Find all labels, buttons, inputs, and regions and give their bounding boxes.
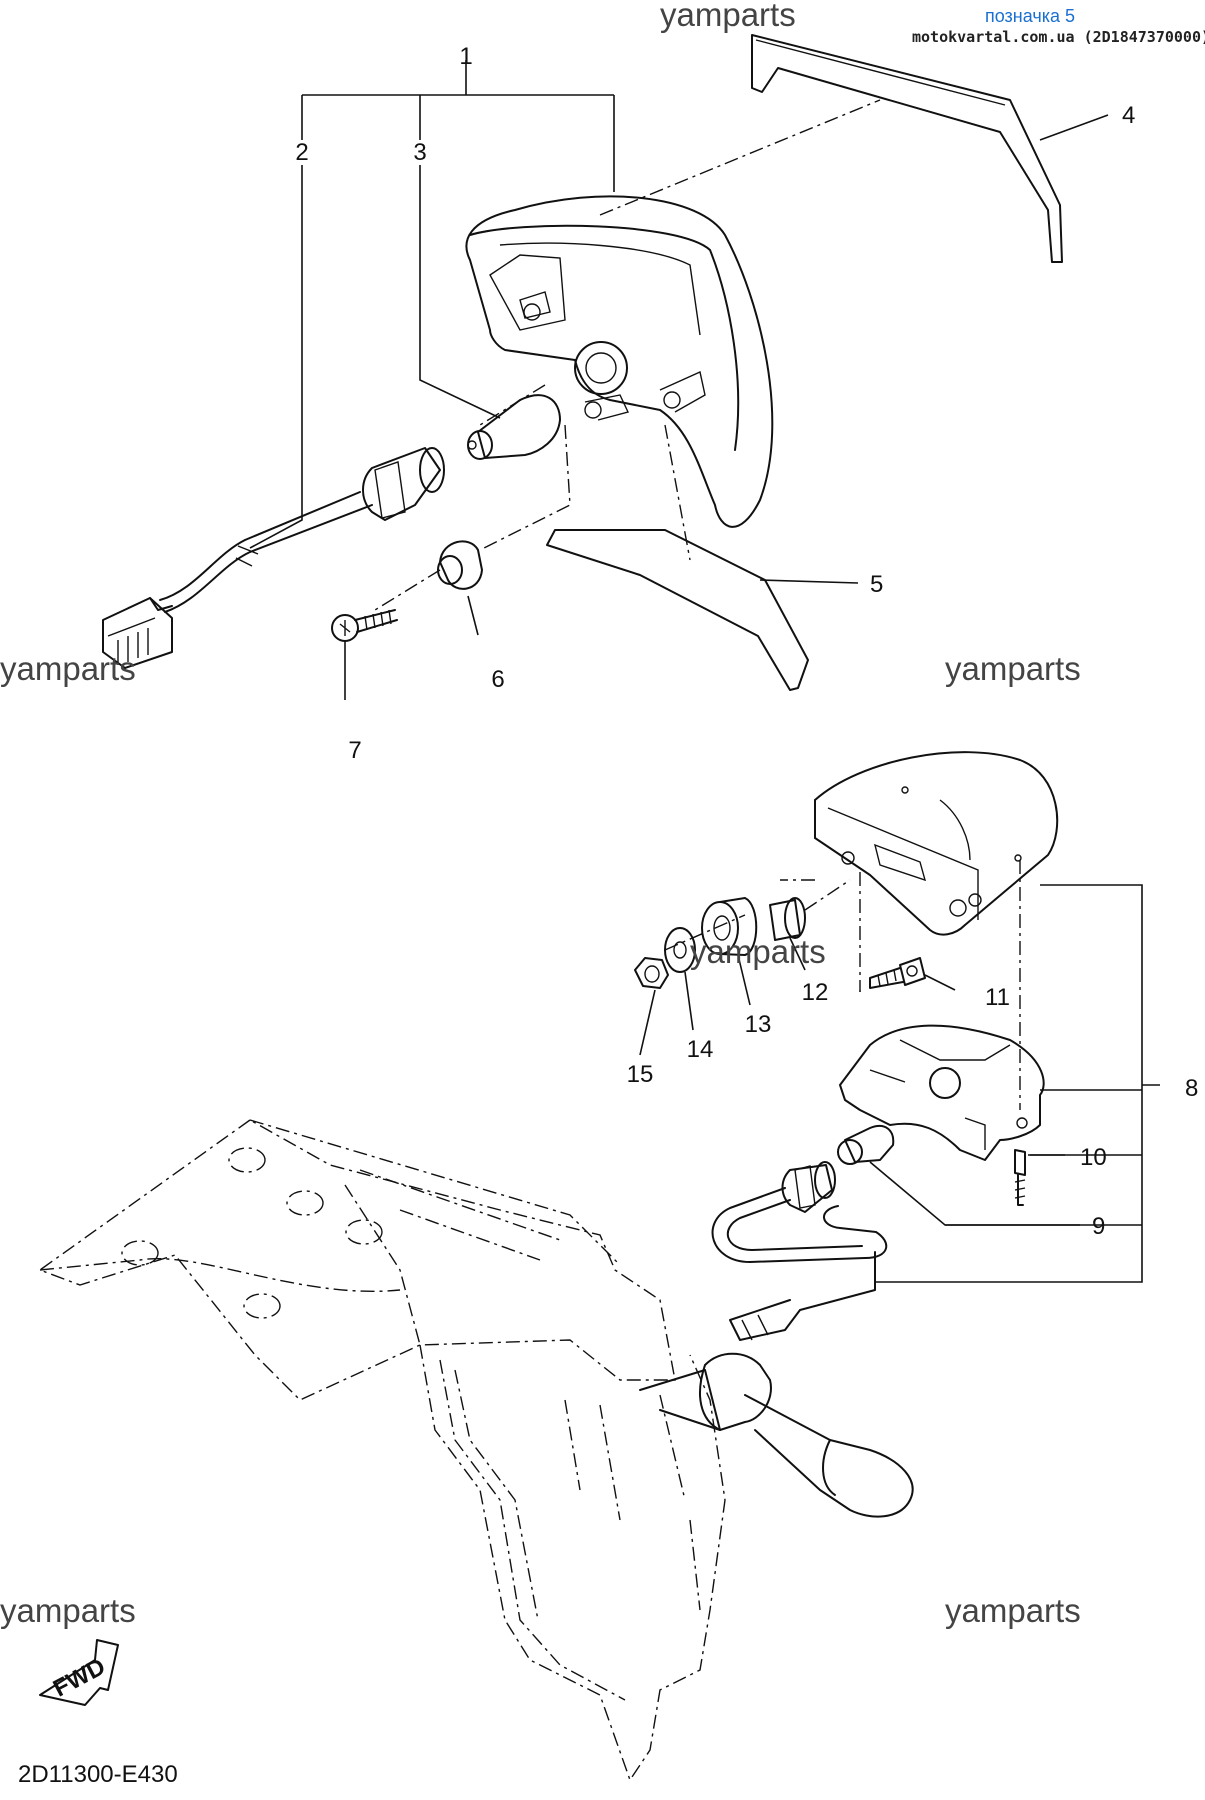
- tail-light-assembly: [102, 34, 1109, 700]
- watermark-left-upper: yamparts: [0, 650, 136, 687]
- callout-3: 3: [413, 139, 426, 166]
- callout-14: 14: [687, 1036, 714, 1063]
- callout-8: 8: [1185, 1075, 1198, 1102]
- license-lamp-assembly: [634, 751, 1160, 1341]
- callout-15: 15: [627, 1061, 654, 1088]
- callout-12: 12: [802, 979, 829, 1006]
- callout-1: 1: [459, 43, 472, 70]
- diagram-code: 2D11300-E430: [18, 1761, 178, 1788]
- watermark-left-lower: yamparts: [0, 1592, 136, 1629]
- callout-11: 11: [985, 984, 1010, 1011]
- callout-6: 6: [491, 666, 504, 693]
- watermark-right-upper: yamparts: [945, 650, 1081, 687]
- callout-9: 9: [1092, 1213, 1105, 1240]
- watermark-center: yamparts: [690, 933, 826, 970]
- callout-10: 10: [1080, 1144, 1107, 1171]
- callout-7: 7: [348, 737, 361, 764]
- callout-13: 13: [745, 1011, 772, 1038]
- watermark-right-lower: yamparts: [945, 1592, 1081, 1629]
- fwd-label: FWD: [49, 1653, 110, 1702]
- callout-5: 5: [870, 571, 883, 598]
- callout-2: 2: [295, 139, 308, 166]
- forward-direction-badge: FWD: [39, 1639, 119, 1706]
- site-reference: motokvartal.com.ua (2D1847370000): [912, 28, 1205, 46]
- diagram-tag: позначка 5: [985, 6, 1075, 26]
- rear-fender-outline: [38, 1119, 914, 1782]
- watermark-top: yamparts: [660, 0, 796, 33]
- callout-4: 4: [1122, 102, 1135, 129]
